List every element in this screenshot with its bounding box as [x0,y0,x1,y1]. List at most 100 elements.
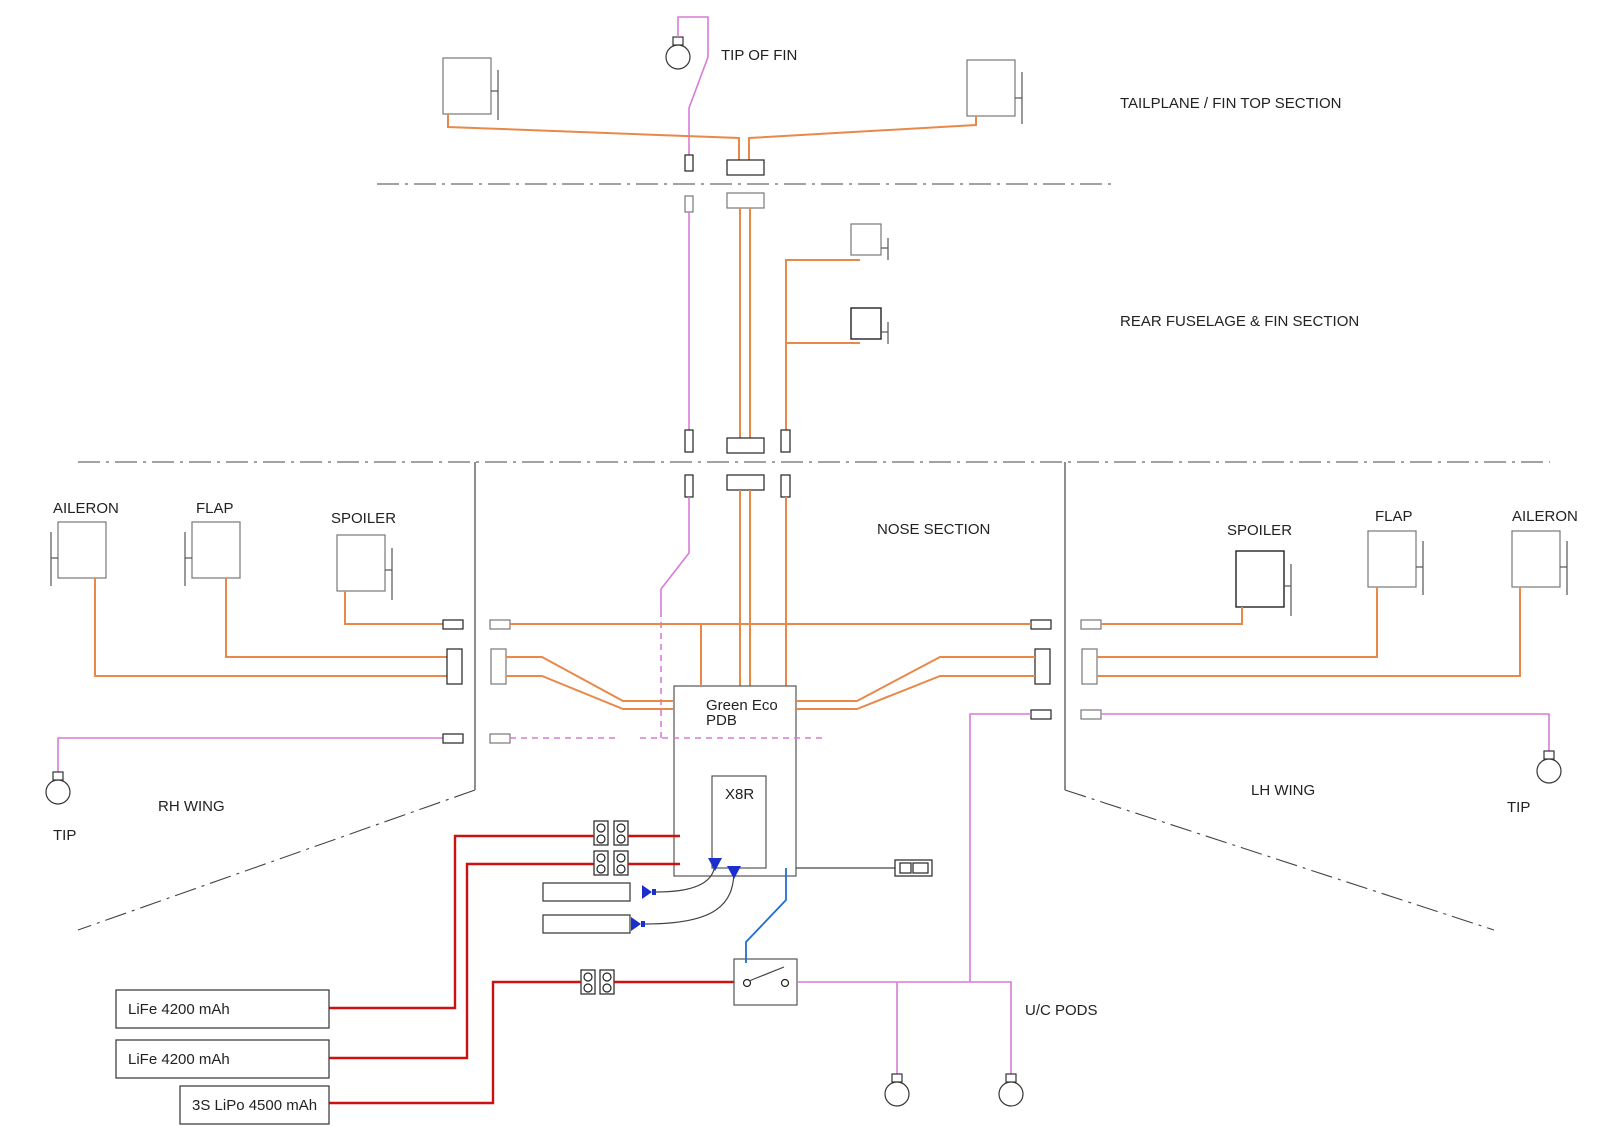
rh-spoiler-socket [489,619,511,630]
battery-3-label: 3S LiPo 4500 mAh [192,1097,317,1114]
rh-flap-wire [225,578,447,658]
tail-left-servo-wire [447,114,740,161]
battery-connector-2 [593,850,629,876]
tailplane-servo-left [442,57,499,120]
servo-icon [850,223,882,256]
connector-arrow-icon [727,866,741,879]
lh-tip-light [1536,750,1562,784]
servo-icon [1235,550,1285,608]
lead-1 [542,882,631,902]
elevator-servo [850,307,889,344]
rh-spoiler-label: SPOILER [331,510,396,527]
lipo-power-wire [329,980,581,1105]
rh-wing-plug [446,648,463,685]
bulb-icon [45,779,71,805]
fin-light-nose-wire [660,497,690,611]
rh-tip-label: TIP [53,827,76,844]
servo-icon [442,57,492,115]
connector-arrow-icon [708,858,722,871]
lh-flap-label: FLAP [1375,508,1413,525]
rh-aileron-label: AILERON [53,500,119,517]
lh-aileron-to-pdb [796,675,1035,710]
rear-section-title: REAR FUSELAGE & FIN SECTION [1120,313,1359,330]
switch-contact-icon [780,978,790,988]
battery-connector-1 [593,820,629,846]
tail-right-servo-wire [748,116,977,161]
lh-wing-trailing-edge [1064,789,1495,931]
fin-light-connector-lower [684,429,694,453]
switch-battery-connector [580,969,615,995]
bulb-base [1543,750,1555,760]
tail-servo-socket-lower [726,474,765,491]
servo-icon [966,59,1016,117]
lh-tip-label: TIP [1507,799,1530,816]
lh-spoiler-wire [1101,607,1243,625]
fin-light-socket [684,195,694,213]
connector-arrow-icon [642,885,652,899]
bulb-base [891,1073,903,1083]
servo-icon [191,521,241,579]
battery-2 [115,1039,330,1079]
bulb-icon [1536,758,1562,784]
lh-light-socket [1080,709,1102,720]
lh-flap-servo [1367,530,1424,595]
lh-aileron-wire [1097,587,1521,677]
rh-light-socket [489,733,511,744]
battery-2-power-wire [329,862,594,1060]
rudder-servo-wire [785,259,860,436]
rudder-servo [850,223,889,260]
battery-3 [179,1085,330,1125]
rh-aileron-wire [94,578,447,677]
rh-aileron-servo [50,521,107,586]
servo-icon [850,307,882,340]
lead-2-wire [644,869,735,925]
tip-of-fin-label: TIP OF FIN [721,47,797,64]
rh-spoiler-servo [336,534,393,600]
rh-flap-servo [184,521,241,586]
servo-icon [1367,530,1417,588]
servo-icon [336,534,386,592]
servo-icon [57,521,107,579]
nose-section-title: NOSE SECTION [877,521,990,538]
rear-servo-socket-lower [780,474,791,498]
lead-2 [542,914,631,934]
uc-pod-light-right [998,1073,1024,1107]
pdb-label-line2: PDB [706,712,737,729]
lh-light-bus-wire [969,713,1031,982]
rh-light-plug [442,733,464,744]
uc-pods-label: U/C PODS [1025,1002,1098,1019]
lh-aileron-label: AILERON [1512,508,1578,525]
rh-flap-label: FLAP [196,500,234,517]
bulb-icon [665,44,691,70]
rh-wing-title: RH WING [158,798,225,815]
lh-wing-plug [1034,648,1051,685]
tailplane-servo-right [966,59,1023,124]
lh-wing-socket [1081,648,1098,685]
lh-spoiler-servo [1235,550,1292,616]
switch-signal-wire [745,868,787,963]
lh-spoiler-socket [1080,619,1102,630]
rh-spoiler-wire [344,591,443,625]
tail-servo-connector-lower [726,437,765,454]
rh-wing-trailing-edge [77,789,476,931]
battery-1 [115,989,330,1029]
fin-light-socket-lower [684,474,694,498]
lh-wing-title: LH WING [1251,782,1315,799]
rh-tip-light [45,771,71,805]
rh-aileron-to-pdb [506,675,674,710]
lh-flap-wire [1097,587,1378,658]
rh-wing-socket [490,648,507,685]
bulb-icon [884,1081,910,1107]
lh-light-plug [1030,709,1052,720]
switch-lever-icon [748,966,785,982]
battery-2-label: LiFe 4200 mAh [128,1051,230,1068]
lh-spoiler-label: SPOILER [1227,522,1292,539]
tail-servo-connector [726,159,765,176]
lh-flap-to-pdb [796,656,1035,702]
pdb-label-line1: Green Eco [706,697,778,714]
battery-1-power-wire [329,834,594,1010]
lh-spoiler-plug [1030,619,1052,630]
lh-tip-light-wire [1101,713,1550,752]
tail-section-title: TAILPLANE / FIN TOP SECTION [1120,95,1341,112]
